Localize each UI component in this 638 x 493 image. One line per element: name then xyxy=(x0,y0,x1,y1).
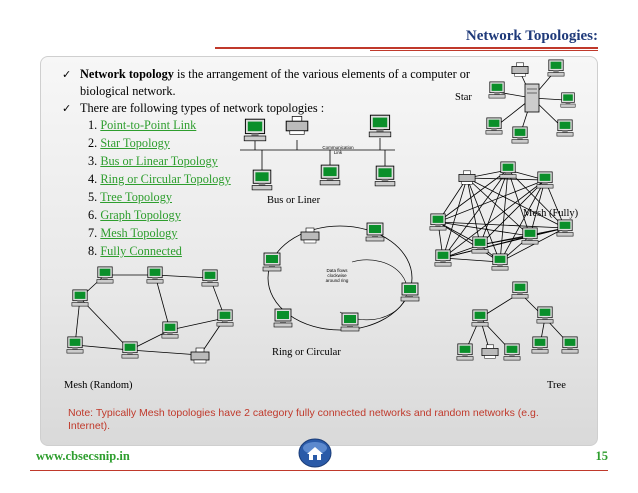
computer-icon xyxy=(471,236,489,254)
bullet-text: There are following types of network top… xyxy=(80,101,325,115)
printer-icon xyxy=(458,170,476,185)
computer-icon xyxy=(511,126,529,144)
computer-icon xyxy=(374,165,396,187)
topology-list: 1. Point-to-Point Link 2. Star Topology … xyxy=(88,116,231,260)
list-item: 3. Bus or Linear Topology xyxy=(88,154,218,168)
bullet-bold-term: Network topology xyxy=(80,67,174,81)
computer-icon xyxy=(121,341,139,359)
computer-icon xyxy=(400,282,420,302)
computer-icon xyxy=(216,309,234,327)
mesh-random-label: Mesh (Random) xyxy=(64,380,133,391)
data-flow-label: Data flows clockwise around ring xyxy=(325,268,349,283)
check-icon: ✓ xyxy=(62,68,72,81)
list-item: 4. Ring or Circular Topology xyxy=(88,172,231,186)
computer-icon xyxy=(365,222,385,242)
bullet-item: ✓ There are following types of network to… xyxy=(58,100,498,117)
title-underline xyxy=(215,47,598,49)
computer-icon xyxy=(161,321,179,339)
footer-divider xyxy=(30,470,608,471)
page-number: 15 xyxy=(595,449,609,463)
list-item: 7. Mesh Topology xyxy=(88,226,178,240)
website-link[interactable]: www.cbsecsnip.in xyxy=(36,449,130,463)
content-panel xyxy=(40,56,598,446)
list-item: 1. Point-to-Point Link xyxy=(88,118,197,132)
printer-icon xyxy=(190,347,210,364)
link-bus[interactable]: Bus or Linear Topology xyxy=(100,154,218,168)
note-text: Note: Typically Mesh topologies have 2 c… xyxy=(68,407,539,432)
computer-icon xyxy=(536,306,554,324)
printer-icon xyxy=(511,62,529,77)
bullet-item: ✓ Network topology is the arrangement of … xyxy=(58,66,498,100)
title-underline-2 xyxy=(370,50,598,51)
computer-icon xyxy=(456,343,474,361)
printer-icon xyxy=(300,227,320,244)
link-graph[interactable]: Graph Topology xyxy=(100,208,181,222)
computer-icon xyxy=(488,81,506,99)
computer-icon xyxy=(511,281,529,299)
computer-icon xyxy=(251,169,273,191)
star-label: Star xyxy=(455,92,472,103)
computer-icon xyxy=(340,312,360,332)
list-item: 6. Graph Topology xyxy=(88,208,181,222)
computer-icon xyxy=(66,336,84,354)
computer-icon xyxy=(146,266,164,284)
computer-icon xyxy=(521,227,539,245)
computer-icon xyxy=(556,219,574,237)
computer-icon xyxy=(243,118,267,142)
computer-icon xyxy=(503,343,521,361)
computer-icon xyxy=(547,59,565,77)
home-icon[interactable] xyxy=(298,438,332,468)
computer-icon xyxy=(273,308,293,328)
list-item: 2. Star Topology xyxy=(88,136,170,150)
computer-icon xyxy=(201,269,219,287)
computer-icon xyxy=(561,336,579,354)
computer-icon xyxy=(556,119,574,137)
server-icon xyxy=(524,83,540,113)
link-point-to-point[interactable]: Point-to-Point Link xyxy=(100,118,197,132)
bullet-text: is the arrangement of the various elemen… xyxy=(80,67,470,98)
computer-icon xyxy=(536,171,554,189)
computer-icon xyxy=(531,336,549,354)
link-mesh[interactable]: Mesh Topology xyxy=(100,226,178,240)
computer-icon xyxy=(71,289,89,307)
link-tree[interactable]: Tree Topology xyxy=(100,190,172,204)
list-item: 5. Tree Topology xyxy=(88,190,172,204)
computer-icon xyxy=(434,249,452,267)
computer-icon xyxy=(485,117,503,135)
bus-label: Bus or Liner xyxy=(267,195,321,206)
computer-icon xyxy=(471,309,489,327)
check-icon: ✓ xyxy=(62,102,72,115)
computer-icon xyxy=(262,252,282,272)
ring-label: Ring or Circular xyxy=(272,347,341,358)
computer-icon xyxy=(319,164,341,186)
bullet-list: ✓ Network topology is the arrangement of … xyxy=(58,66,498,117)
mesh-fully-label: Mesh (Fully) xyxy=(523,208,579,219)
printer-icon xyxy=(481,344,499,359)
computer-icon xyxy=(429,213,447,231)
page-title: Network Topologies: xyxy=(465,28,598,44)
computer-icon xyxy=(499,161,517,179)
link-ring[interactable]: Ring or Circular Topology xyxy=(100,172,231,186)
computer-icon xyxy=(491,253,509,271)
printer-icon xyxy=(285,116,309,135)
link-fully-connected[interactable]: Fully Connected xyxy=(100,244,182,258)
list-item: 8. Fully Connected xyxy=(88,244,182,258)
computer-icon xyxy=(560,92,576,108)
computer-icon xyxy=(96,266,114,284)
tree-label: Tree xyxy=(547,380,566,391)
link-star[interactable]: Star Topology xyxy=(100,136,170,150)
computer-icon xyxy=(368,114,392,138)
communication-link-label: Communication Link xyxy=(322,145,354,155)
